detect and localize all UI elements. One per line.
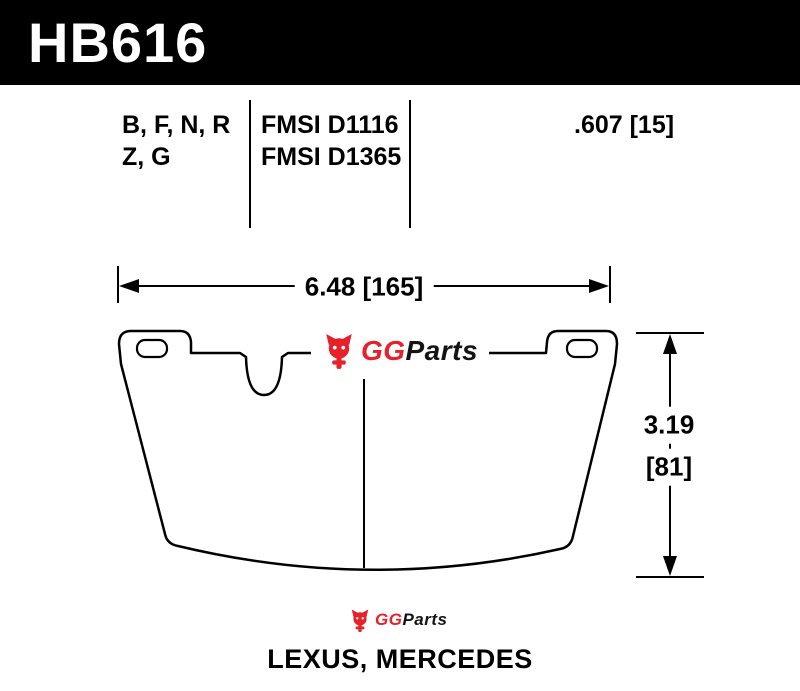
height-arrowhead-bottom xyxy=(663,556,677,576)
watermark-logo-main: GGParts xyxy=(311,323,489,379)
compound-codes-row-2: Z, G xyxy=(122,143,171,171)
width-arrowhead-left xyxy=(119,279,139,293)
watermark-text: GGParts xyxy=(361,335,478,367)
watermark-small-text: GGParts xyxy=(375,610,447,630)
mounting-hole-left xyxy=(135,338,169,359)
header-bar: HB616 xyxy=(0,0,800,85)
compound-codes-row-1: B, F, N, R xyxy=(122,111,231,139)
height-dimension-inches-label: 3.19 xyxy=(637,406,701,444)
pad-outline xyxy=(117,329,619,571)
cat-logo-icon xyxy=(326,334,352,369)
watermark-text-gg: GG xyxy=(360,335,406,366)
height-dimension-mm-label: [81] xyxy=(639,448,699,486)
mounting-hole-right xyxy=(565,338,599,359)
watermark-logo-small: GGParts xyxy=(343,599,454,641)
part-number: HB616 xyxy=(28,10,208,74)
height-arrowhead-top xyxy=(663,334,677,354)
watermark-small-text-parts: Parts xyxy=(402,610,448,629)
width-arrowhead-right xyxy=(589,279,609,293)
fmsi-number-row-2: FMSI D1365 xyxy=(261,143,402,171)
vehicle-applications: LEXUS, MERCEDES xyxy=(267,644,533,674)
watermark-text-parts: Parts xyxy=(405,335,479,366)
cat-logo-icon-small xyxy=(351,609,369,632)
pad-thickness-value: .607 [15] xyxy=(574,111,675,139)
watermark-small-text-gg: GG xyxy=(375,610,403,629)
width-dimension-label: 6.48 [165] xyxy=(294,270,434,304)
fmsi-number-row-1: FMSI D1116 xyxy=(261,111,399,139)
